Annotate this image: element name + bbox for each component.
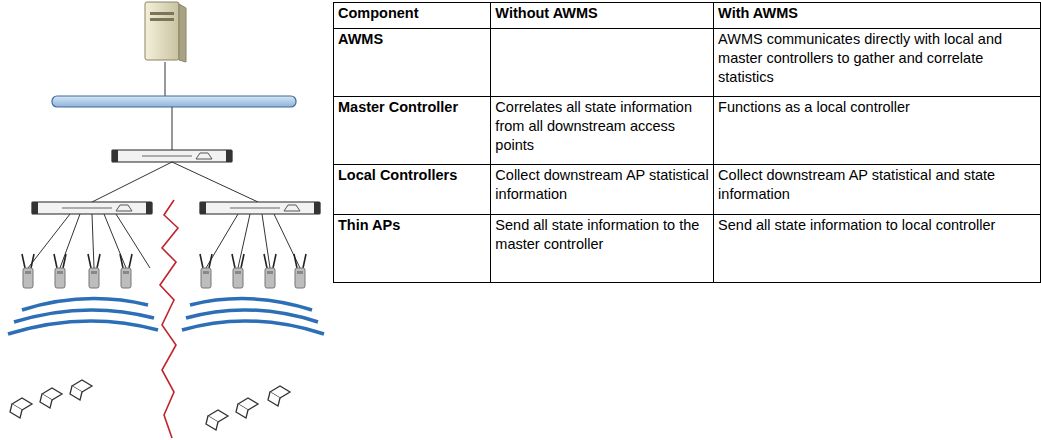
table-cell: AWMS: [334, 29, 491, 97]
row-header: Thin APs: [338, 217, 400, 233]
cell-text: Correlates all state information from al…: [495, 99, 692, 153]
table-cell: AWMS communicates directly with local an…: [714, 29, 1041, 97]
table-cell: [491, 29, 714, 97]
table-cell: Without AWMS: [491, 3, 714, 29]
cell-text: Send all state information to local cont…: [718, 217, 995, 233]
table-cell: Functions as a local controller: [714, 97, 1041, 165]
comparison-table: Component Without AWMS With AWMS AWMS AWMS c…: [333, 2, 1041, 283]
table-cell: With AWMS: [714, 3, 1041, 29]
table-cell: Component: [334, 3, 491, 29]
table-cell: Collect downstream AP statistical and st…: [714, 165, 1041, 215]
row-header: Master Controller: [338, 99, 458, 115]
table-row: Component Without AWMS With AWMS: [334, 3, 1041, 29]
column-header: Component: [338, 5, 419, 21]
table-row: Thin APs Send all state information to th…: [334, 215, 1041, 283]
table-row: Master Controller Correlates all state in…: [334, 97, 1041, 165]
table-cell: Send all state information to the master…: [491, 215, 714, 283]
cell-text: Send all state information to the master…: [495, 217, 699, 252]
column-header: Without AWMS: [495, 5, 597, 21]
table-row: AWMS AWMS communicates directly with loca…: [334, 29, 1041, 97]
cell-text: Collect downstream AP statistical inform…: [495, 167, 708, 202]
table-cell: Local Controllers: [334, 165, 491, 215]
table-row: Local Controllers Collect downstream AP s…: [334, 165, 1041, 215]
column-header: With AWMS: [718, 5, 798, 21]
table-cell: Send all state information to local cont…: [714, 215, 1041, 283]
cell-text: AWMS communicates directly with local an…: [718, 31, 1002, 85]
row-header: AWMS: [338, 31, 383, 47]
table-cell: Correlates all state information from al…: [491, 97, 714, 165]
row-header: Local Controllers: [338, 167, 457, 183]
table-cell: Collect downstream AP statistical inform…: [491, 165, 714, 215]
cell-text: Collect downstream AP statistical and st…: [718, 167, 995, 202]
table-cell: Thin APs: [334, 215, 491, 283]
table-cell: Master Controller: [334, 97, 491, 165]
cell-text: Functions as a local controller: [718, 99, 910, 115]
